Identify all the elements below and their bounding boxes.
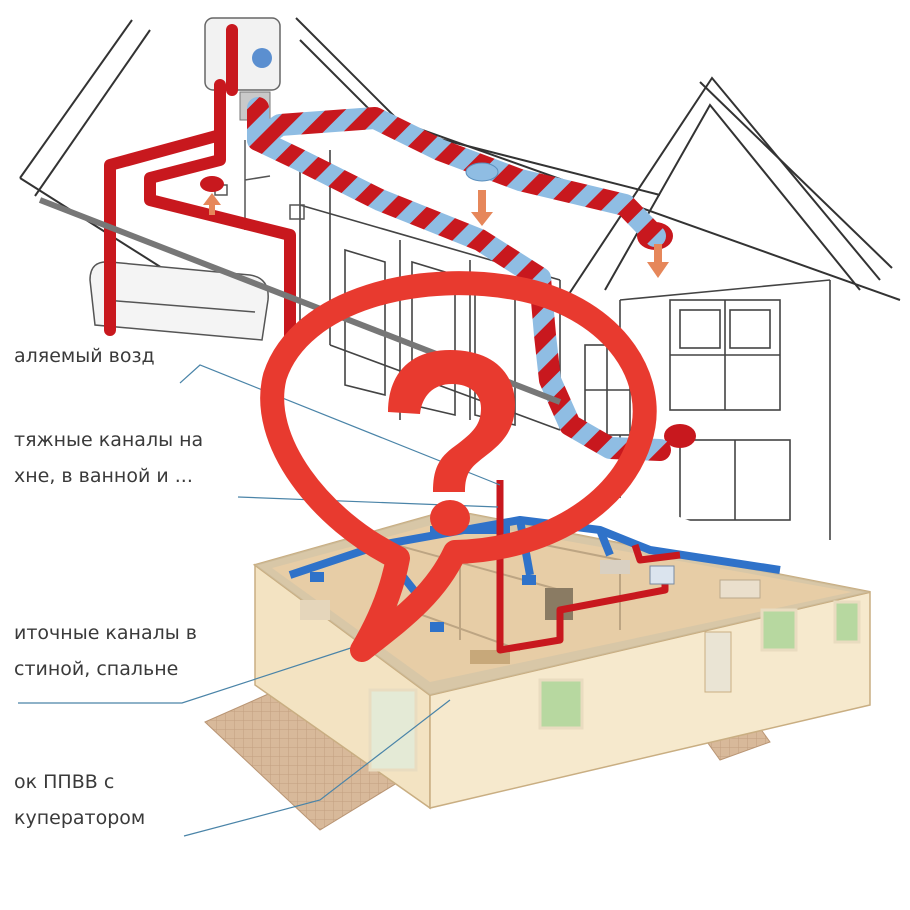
exhaust-air-label: аляемый возд [14, 345, 155, 367]
exhaust-channels-label-line2: хне, в ванной и ... [14, 465, 193, 487]
ventilation-unit-label-line2: куператором [14, 807, 146, 829]
question-mark-icon [388, 350, 515, 536]
house-windows [584, 299, 791, 521]
recuperator-unit [649, 565, 675, 585]
supply-channels-label-line2: стиной, спальне [14, 658, 179, 680]
house-cutaway-illustration [19, 17, 901, 540]
question-speech-bubble [260, 271, 657, 662]
airflow-arrows [203, 190, 669, 278]
exhaust-duct-system-lower [496, 480, 681, 654]
house-windows-lower [368, 600, 861, 772]
supply-vents [465, 162, 499, 182]
speech-bubble-icon [260, 271, 657, 662]
supply-channels-label-line1: иточные каналы в [14, 622, 197, 644]
recuperation-duct [247, 97, 671, 461]
one-storey-house-illustration [0, 310, 910, 910]
bathroom-fixtures [89, 140, 305, 341]
exhaust-channels-label-line1: тяжные каналы на [14, 429, 204, 451]
ventilation-unit-label-line1: ок ППВВ с [14, 771, 115, 793]
exhaust-duct-system [104, 24, 296, 346]
house-door-lower [704, 631, 732, 693]
house-rim [255, 510, 870, 695]
interior-furniture [300, 560, 761, 664]
